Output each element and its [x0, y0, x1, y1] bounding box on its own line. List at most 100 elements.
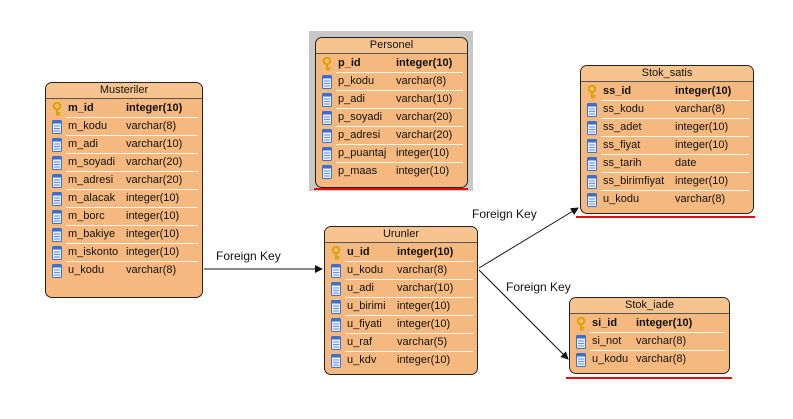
column-name: u_birimi — [347, 300, 386, 312]
personel-underline — [314, 188, 468, 190]
row-separator — [66, 135, 198, 136]
column-icon — [586, 103, 598, 117]
column-icon — [586, 175, 598, 189]
column-icon — [321, 75, 333, 89]
column-icon — [330, 300, 342, 314]
row-separator — [336, 72, 463, 73]
column-icon — [575, 335, 587, 349]
column-type: varchar(10) — [126, 138, 183, 150]
relation-urunler-stok-iade[interactable] — [478, 269, 569, 360]
row-separator — [601, 154, 749, 155]
row-separator — [345, 351, 473, 352]
column-icon — [321, 165, 333, 179]
column-name: u_kodu — [592, 353, 629, 365]
column-icon — [51, 192, 63, 206]
column-icon — [51, 210, 63, 224]
column-icon — [51, 174, 63, 188]
column-type: integer(10) — [397, 300, 451, 312]
column-name: ss_id — [603, 85, 632, 97]
row-separator — [336, 126, 463, 127]
row-separator — [336, 162, 463, 163]
column-name: p_adresi — [338, 129, 381, 141]
row-separator — [345, 297, 473, 298]
column-type: varchar(20) — [126, 174, 183, 186]
key-icon — [51, 101, 63, 116]
column-name: ss_kodu — [603, 103, 644, 115]
column-row[interactable]: u_birimi integer(10) — [325, 298, 477, 316]
row-separator — [66, 207, 198, 208]
column-name: p_id — [338, 57, 361, 69]
key-icon — [321, 56, 333, 71]
entity-title: Stok_satis — [581, 66, 753, 82]
column-name: u_raf — [347, 336, 373, 348]
column-type: integer(10) — [396, 147, 450, 159]
relation-label: Foreign Key — [506, 280, 571, 294]
column-row[interactable]: ss_birimfiyat integer(10) — [581, 173, 753, 191]
column-icon — [321, 129, 333, 143]
column-type: varchar(8) — [636, 335, 687, 347]
column-name: ss_tarih — [603, 157, 642, 169]
column-type: varchar(8) — [396, 75, 447, 87]
column-name: p_maas — [338, 165, 378, 177]
column-type: varchar(8) — [397, 264, 448, 276]
column-icon — [330, 336, 342, 350]
row-separator — [345, 261, 473, 262]
column-name: ss_birimfiyat — [603, 175, 665, 187]
column-name: m_soyadi — [68, 156, 116, 168]
relation-urunler-stok-satis[interactable] — [478, 207, 579, 269]
row-separator — [601, 190, 749, 191]
key-icon — [330, 245, 342, 260]
row-separator — [345, 279, 473, 280]
relation-label: Foreign Key — [216, 249, 281, 263]
column-name: u_adi — [347, 282, 374, 294]
row-separator — [590, 332, 725, 333]
column-name: m_bakiye — [68, 228, 116, 240]
column-type: integer(10) — [675, 175, 729, 187]
column-name: m_iskonto — [68, 246, 119, 258]
row-separator — [66, 243, 198, 244]
column-name: u_kodu — [68, 264, 105, 276]
column-icon — [586, 157, 598, 171]
column-type: varchar(8) — [126, 120, 177, 132]
column-name: u_kodu — [603, 193, 640, 205]
